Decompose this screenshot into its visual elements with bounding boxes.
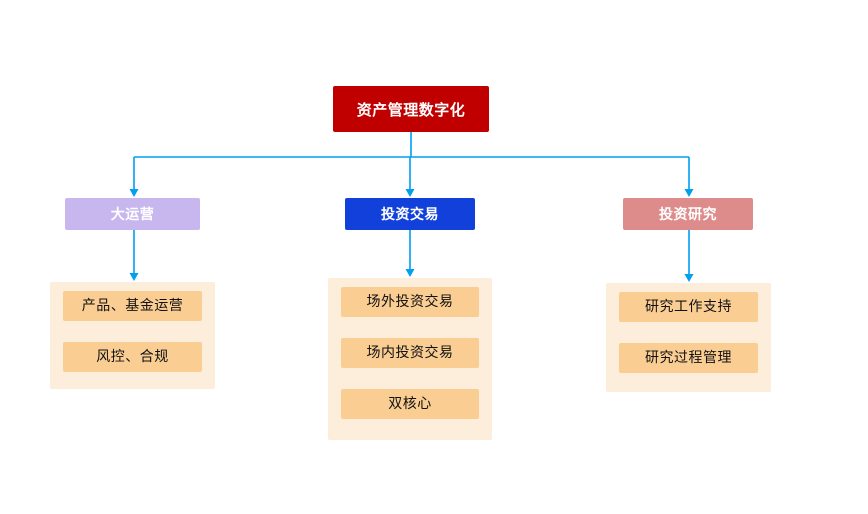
arrowhead-to-research bbox=[684, 189, 694, 197]
group-container-research: 研究工作支持 研究过程管理 bbox=[606, 283, 771, 392]
leaf-node: 风控、合规 bbox=[63, 342, 202, 372]
leaf-node: 研究过程管理 bbox=[619, 343, 758, 373]
leaf-node: 场外投资交易 bbox=[341, 287, 479, 317]
group-container-trading: 场外投资交易 场内投资交易 双核心 bbox=[328, 278, 492, 440]
root-node: 资产管理数字化 bbox=[333, 86, 489, 132]
leaf-node: 场内投资交易 bbox=[341, 338, 479, 368]
arrowhead-to-trading-group bbox=[405, 269, 415, 277]
leaf-node: 双核心 bbox=[341, 389, 479, 419]
branch-node-research: 投资研究 bbox=[623, 198, 753, 230]
arrowhead-to-operations bbox=[129, 189, 139, 197]
branch-node-operations: 大运营 bbox=[65, 198, 200, 230]
leaf-node: 产品、基金运营 bbox=[63, 291, 202, 321]
leaf-node: 研究工作支持 bbox=[619, 292, 758, 322]
branch-node-trading: 投资交易 bbox=[345, 198, 475, 230]
group-container-operations: 产品、基金运营 风控、合规 bbox=[50, 282, 215, 389]
arrowhead-to-research-group bbox=[684, 274, 694, 282]
arrowhead-to-trading bbox=[405, 189, 415, 197]
arrowhead-to-operations-group bbox=[129, 273, 139, 281]
